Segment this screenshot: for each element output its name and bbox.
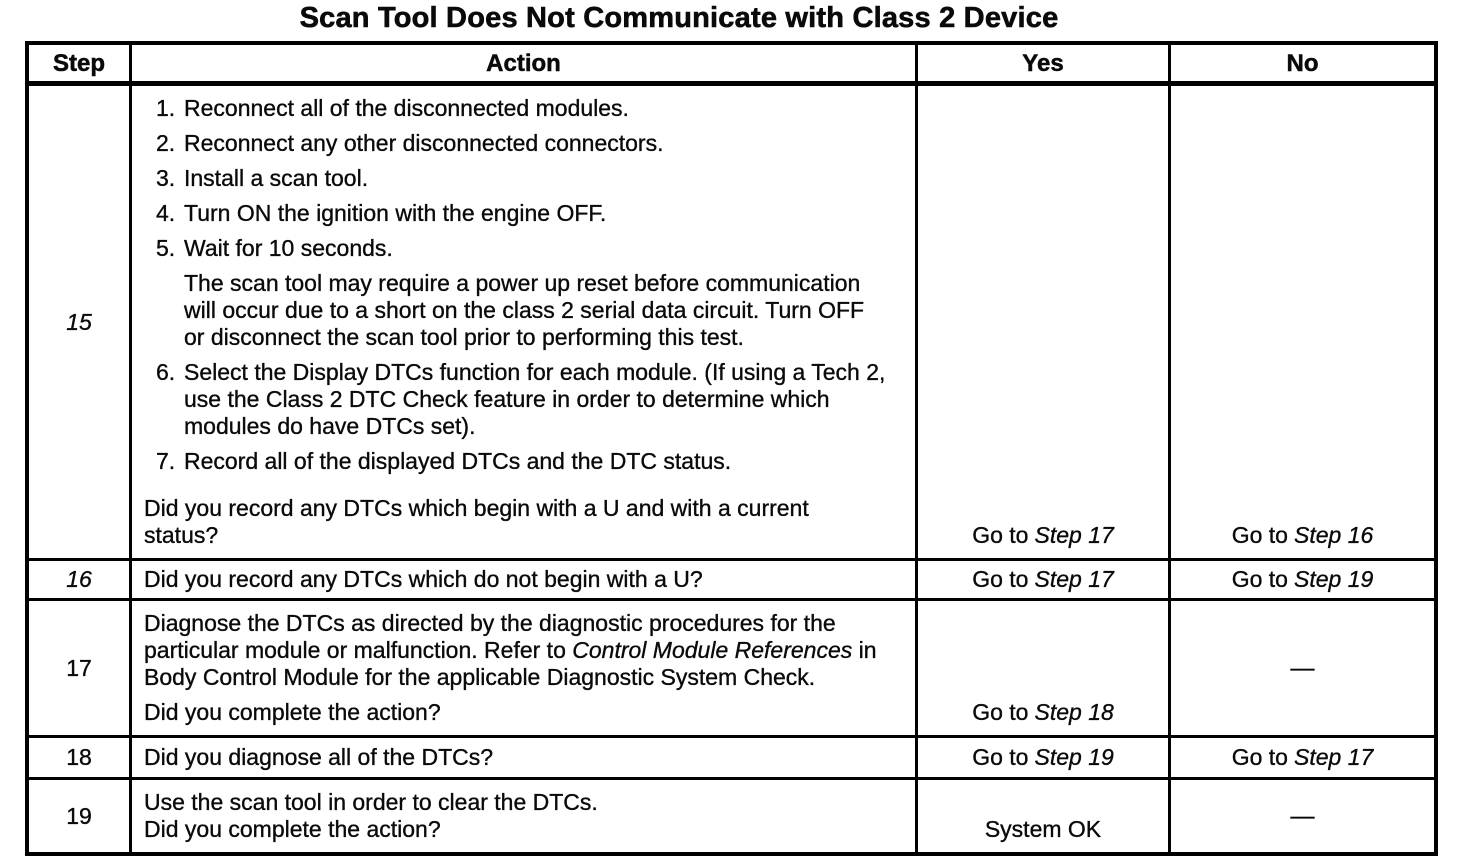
- scan-tool-note: The scan tool may require a power up res…: [184, 270, 865, 350]
- list-item: 5. Wait for 10 seconds.: [156, 235, 901, 262]
- diagnostic-table: Step Action Yes No 15 1. Reconnect all o…: [25, 41, 1438, 856]
- goto-step-ref: Step 19: [1293, 566, 1374, 592]
- header-no: No: [1168, 45, 1434, 81]
- action-cell: Use the scan tool in order to clear the …: [129, 780, 915, 852]
- goto-step-ref: Step 18: [1034, 699, 1114, 725]
- action-cell: Did you record any DTCs which do not beg…: [129, 561, 915, 598]
- list-item: 3. Install a scan tool.: [156, 165, 901, 192]
- step-number: 16: [66, 566, 92, 592]
- table-row-step-19: 19 Use the scan tool in order to clear t…: [29, 777, 1434, 852]
- step-number: 18: [66, 744, 92, 770]
- list-item-text: Wait for 10 seconds.: [184, 235, 393, 261]
- list-item-text: Turn ON the ignition with the engine OFF…: [184, 200, 607, 226]
- list-item-text: Record all of the displayed DTCs and the…: [184, 448, 732, 474]
- list-item-number: 3.: [156, 165, 176, 191]
- em-dash: —: [1290, 802, 1315, 830]
- list-item-text: Select the Display DTCs function for eac…: [184, 359, 886, 439]
- step-question: Did you complete the action?: [144, 699, 441, 725]
- list-item: 4. Turn ON the ignition with the engine …: [156, 200, 901, 227]
- no-cell: —: [1168, 780, 1434, 852]
- list-item-text: Install a scan tool.: [184, 165, 369, 191]
- list-item-text: Reconnect all of the disconnected module…: [184, 95, 629, 121]
- list-item-number: 7.: [156, 448, 176, 474]
- step-question: Did you diagnose all of the DTCs?: [144, 744, 494, 770]
- result-text: System OK: [984, 816, 1102, 842]
- action-line: Use the scan tool in order to clear the …: [144, 789, 598, 815]
- step-question: Did you record any DTCs which begin with…: [144, 495, 809, 548]
- list-item-number: 2.: [156, 130, 176, 156]
- list-item-number: 6.: [156, 359, 176, 385]
- table-row-step-15: 15 1. Reconnect all of the disconnected …: [29, 83, 1434, 558]
- list-item-number: 4.: [156, 200, 176, 226]
- step-question: Did you record any DTCs which do not beg…: [144, 566, 703, 592]
- table-header-row: Step Action Yes No: [29, 45, 1434, 83]
- goto-step-ref: Step 17: [1034, 566, 1114, 592]
- goto-step-ref: Step 19: [1034, 744, 1114, 770]
- em-dash: —: [1290, 654, 1315, 682]
- list-item: 7. Record all of the displayed DTCs and …: [156, 448, 901, 475]
- goto-step-ref: Step 17: [1034, 522, 1114, 548]
- no-cell: —: [1168, 601, 1434, 735]
- header-step: Step: [52, 49, 106, 77]
- step-question: Did you complete the action?: [144, 816, 441, 842]
- list-item: 2. Reconnect any other disconnected conn…: [156, 130, 901, 157]
- action-cell: Did you diagnose all of the DTCs?: [129, 738, 915, 777]
- step-number: 19: [66, 802, 92, 829]
- goto-step-ref: Step 16: [1293, 522, 1374, 548]
- list-item-text: Reconnect any other disconnected connect…: [184, 130, 664, 156]
- action-cell: 1. Reconnect all of the disconnected mod…: [129, 86, 915, 558]
- reference-title: Control Module References: [572, 637, 853, 663]
- header-action: Action: [129, 45, 915, 81]
- table-row-step-17: 17 Diagnose the DTCs as directed by the …: [29, 598, 1434, 735]
- yes-cell: System OK: [915, 780, 1168, 852]
- table-row-step-16: 16 Did you record any DTCs which do not …: [29, 558, 1434, 598]
- step-number: 17: [66, 654, 92, 681]
- list-item: 6. Select the Display DTCs function for …: [156, 359, 901, 440]
- action-numbered-list: 1. Reconnect all of the disconnected mod…: [144, 95, 901, 483]
- action-paragraph: Diagnose the DTCs as directed by the dia…: [144, 610, 877, 690]
- goto-step-ref: Step 17: [1293, 744, 1374, 770]
- document-title: Scan Tool Does Not Communicate with Clas…: [299, 2, 1059, 35]
- table-row-step-18: 18 Did you diagnose all of the DTCs? Go …: [29, 735, 1434, 777]
- list-item-number: 1.: [156, 95, 176, 121]
- header-yes: Yes: [915, 45, 1168, 81]
- step-number: 15: [66, 308, 92, 335]
- action-cell: Diagnose the DTCs as directed by the dia…: [129, 601, 915, 735]
- list-item: 1. Reconnect all of the disconnected mod…: [156, 95, 901, 122]
- list-item-number: 5.: [156, 235, 176, 261]
